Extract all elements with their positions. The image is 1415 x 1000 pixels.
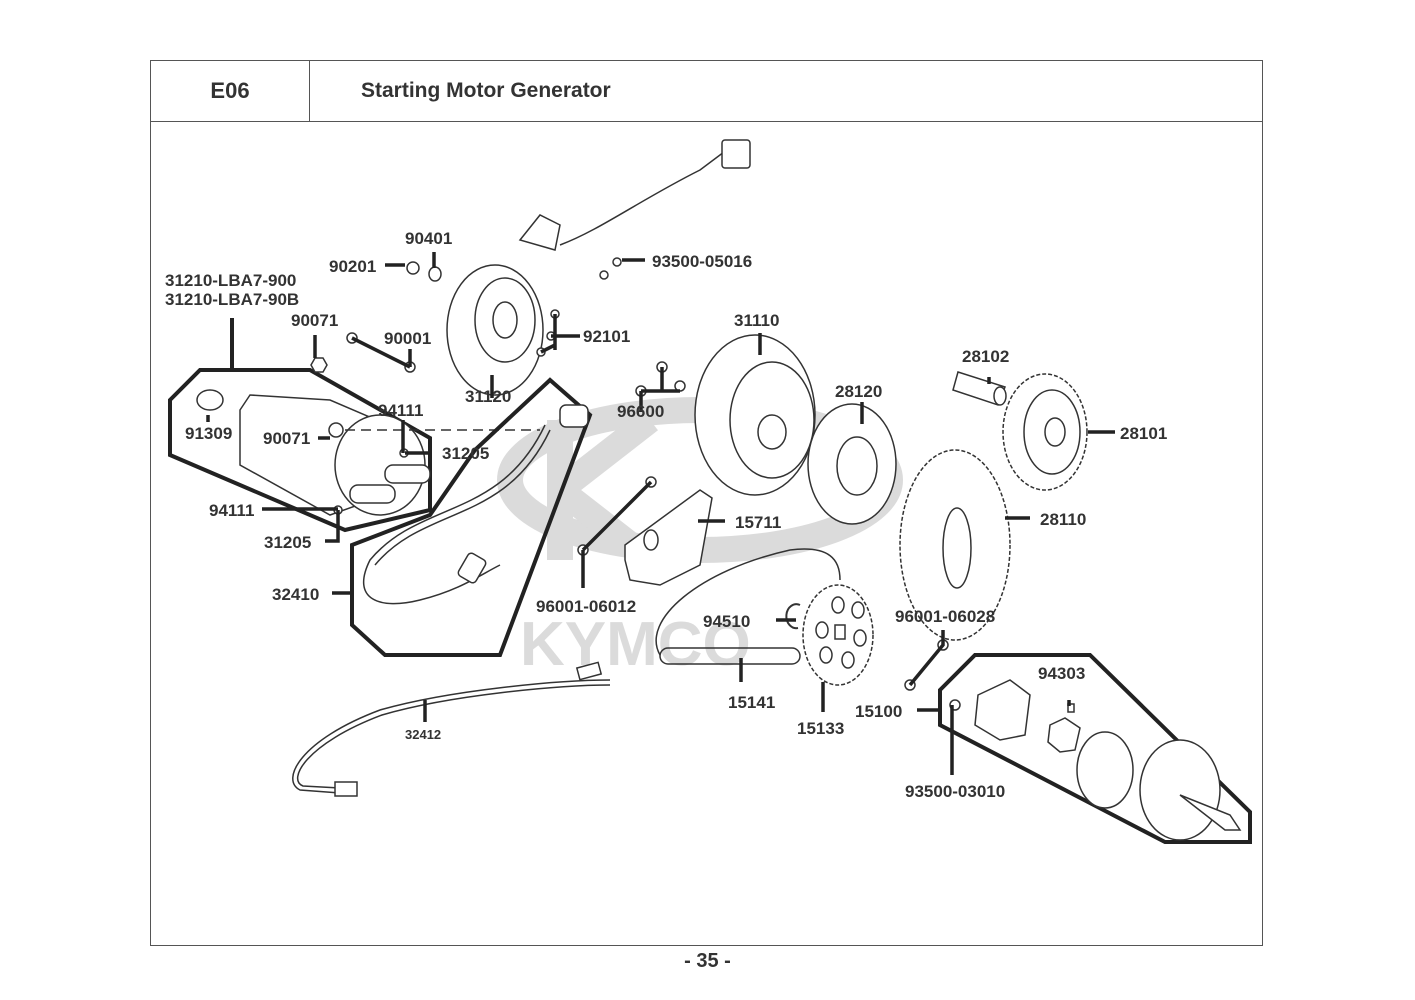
gear-shaft [952,371,1007,406]
part-label-15100[interactable]: 15100 [855,702,903,721]
page-frame [150,60,1263,946]
ground-cable [292,661,611,797]
starter-cable-group-outline [350,377,593,657]
small-fasteners [310,257,686,397]
part-label-93500-05016[interactable]: 93500-05016 [652,252,753,271]
part-label-90201[interactable]: 90201 [329,257,377,276]
part-label-94510[interactable]: 94510 [703,612,751,631]
sprocket [802,584,874,686]
part-label-28102[interactable]: 28102 [962,347,1010,366]
starter-cable [363,404,589,605]
oil-pump [974,679,1242,841]
part-label-32410[interactable]: 32410 [272,585,320,604]
part-label-15133[interactable]: 15133 [797,719,845,738]
starter-clutch [807,403,897,525]
part-label-90001[interactable]: 90001 [384,329,432,348]
part-label-31205-lower[interactable]: 31205 [264,533,312,552]
part-label-31110[interactable]: 31110 [734,311,780,330]
idle-gear [1002,373,1088,491]
driven-gear [899,449,1011,641]
drive-chain [655,548,841,665]
part-label-28110[interactable]: 28110 [1040,510,1087,529]
part-label-28101[interactable]: 28101 [1120,424,1168,443]
part-label-96001-06012[interactable]: 96001-06012 [536,597,637,616]
page-number: - 35 - [684,950,731,972]
part-label-94111-lower[interactable]: 94111 [209,501,255,520]
oil-pump-group-outline [938,653,1252,844]
page-title: Starting Motor Generator [361,79,611,102]
part-label-90071[interactable]: 90071 [291,311,339,330]
part-label-94303[interactable]: 94303 [1038,664,1086,683]
leader-lines [206,252,1115,775]
part-label-94111-upper[interactable]: 94111 [378,401,424,420]
flywheel [694,334,816,496]
part-label-28120[interactable]: 28120 [835,382,883,401]
part-label-90401[interactable]: 90401 [405,229,453,248]
part-label-15141[interactable]: 15141 [728,693,776,712]
chain-cover [624,489,713,586]
part-label-96001-06028[interactable]: 96001-06028 [895,607,996,626]
part-label-91309[interactable]: 91309 [185,424,233,443]
section-code: E06 [210,78,250,103]
part-label-32412[interactable]: 32412 [405,727,442,742]
header-divider [150,121,1263,122]
section-code-box [150,60,310,122]
part-label-15711[interactable]: 15711 [735,513,782,532]
part-label-31205-upper[interactable]: 31205 [442,444,490,463]
stator [446,139,751,396]
watermark-text: KYMCO [520,610,751,679]
part-label-92101[interactable]: 92101 [583,327,631,346]
part-label-93500-03010[interactable]: 93500-03010 [905,782,1006,801]
part-label-31210-lba7-900[interactable]: 31210-LBA7-900 [165,271,297,290]
part-label-31210-lba7-90b[interactable]: 31210-LBA7-90B [165,290,300,309]
part-label-90071-lower[interactable]: 90071 [263,429,311,448]
circlip [785,603,801,630]
part-label-31120[interactable]: 31120 [465,387,512,406]
part-label-96600[interactable]: 96600 [617,402,665,421]
